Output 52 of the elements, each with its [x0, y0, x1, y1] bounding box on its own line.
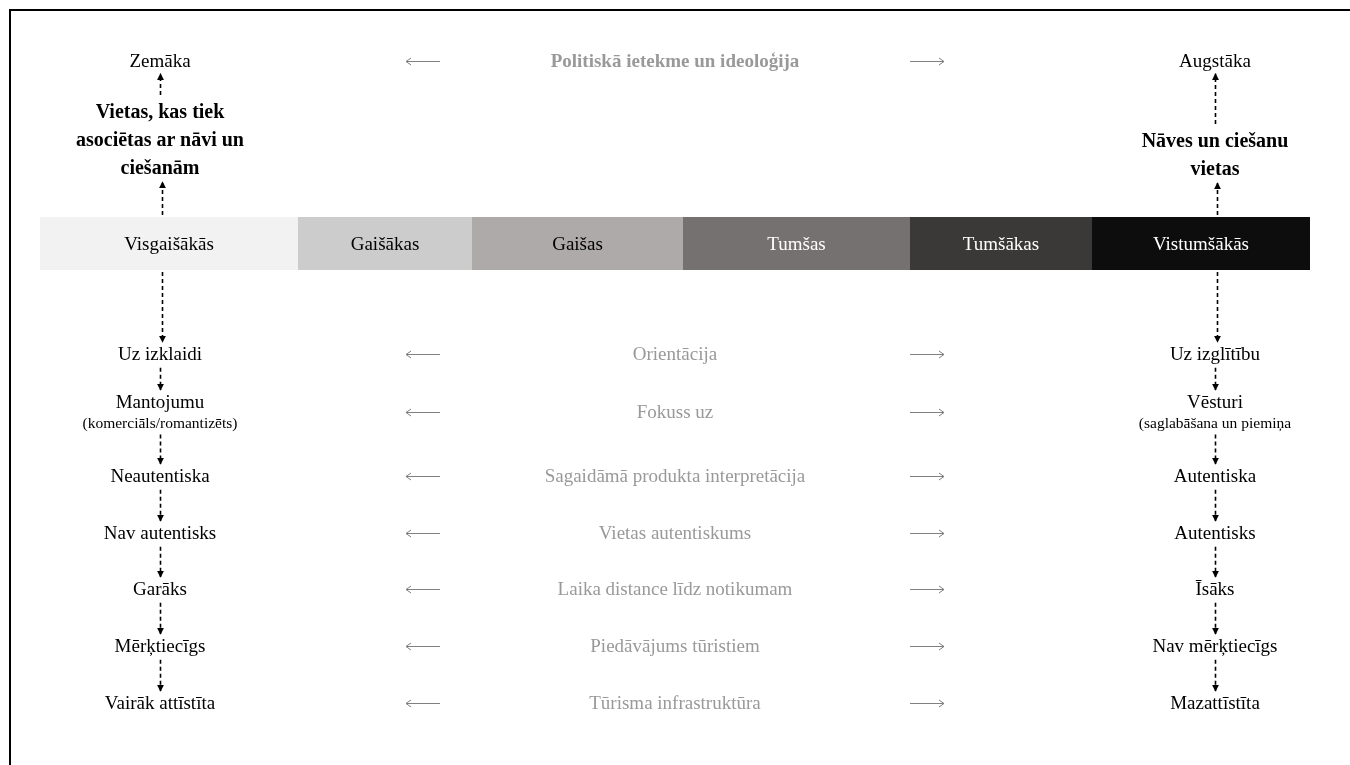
arrow: [1214, 271, 1221, 343]
arrow: [157, 367, 164, 391]
text-label: Uz izklaidi: [118, 343, 202, 366]
axis-label: Orientācija: [632, 343, 718, 366]
axis-label: Laika distance līdz notikumam: [557, 578, 793, 601]
scale-segment: Tumšas: [683, 217, 910, 270]
axis-label: Tūrisma infrastruktūra: [589, 692, 761, 715]
arrow: [157, 73, 164, 96]
scale-segment: Tumšākas: [910, 217, 1092, 270]
text-label: Neautentiska: [110, 465, 210, 488]
text-label: Zemāka: [129, 50, 191, 73]
text-label: Uz izglītību: [1169, 343, 1261, 366]
arrow: [1212, 489, 1219, 522]
text-label: Vēsturi: [1187, 391, 1243, 414]
category-heading: Nāves un ciešanu vietas: [1140, 128, 1290, 181]
scale-segment: Gaišas: [472, 217, 683, 270]
arrow: [157, 602, 164, 635]
arrow: [157, 546, 164, 578]
scale-segment: Gaišākas: [298, 217, 472, 270]
axis-title: Politiskā ietekme un ideoloģija: [550, 50, 800, 73]
text-label: Nav autentisks: [103, 522, 217, 545]
subtitle-text: (saglabāšana un piemiņa: [1138, 413, 1292, 433]
scale-segment: Vistumšākās: [1092, 217, 1310, 270]
text-label: Autentisks: [1174, 522, 1256, 545]
arrow: [1212, 546, 1219, 578]
axis-label: Fokuss uz: [636, 400, 714, 424]
text-label: Īsāks: [1195, 578, 1235, 601]
arrow: [159, 271, 166, 343]
arrow: [157, 433, 164, 465]
arrow: [1212, 602, 1219, 635]
axis-label: Piedāvājums tūristiem: [590, 635, 760, 658]
arrow: [157, 489, 164, 522]
axis-label: Sagaidāmā produkta interpretācija: [544, 465, 806, 488]
arrow: [157, 659, 164, 692]
arrow: [1214, 182, 1221, 216]
axis-label: Vietas autentiskums: [598, 522, 752, 545]
text-label: Mazattīstīta: [1170, 692, 1260, 715]
arrow: [159, 181, 166, 216]
text-label: Garāks: [133, 578, 187, 601]
arrow: [1212, 73, 1219, 125]
arrow: [1212, 367, 1219, 391]
arrow: [1212, 433, 1219, 465]
subtitle-text: (komerciāls/romantizēts): [82, 413, 238, 433]
scale-segment: Visgaišākās: [40, 217, 298, 270]
text-label: Nav mērķtiecīgs: [1152, 635, 1278, 658]
text-label: Autentiska: [1173, 465, 1257, 488]
arrow: [1212, 659, 1219, 692]
category-heading: Vietas, kas tiek asociētas ar nāvi un ciešanām: [75, 99, 245, 180]
text-label: Augstāka: [1179, 50, 1251, 73]
text-label: Mantojumu: [115, 391, 205, 414]
text-label: Mērķtiecīgs: [114, 635, 206, 658]
text-label: Vairāk attīstīta: [104, 692, 216, 715]
